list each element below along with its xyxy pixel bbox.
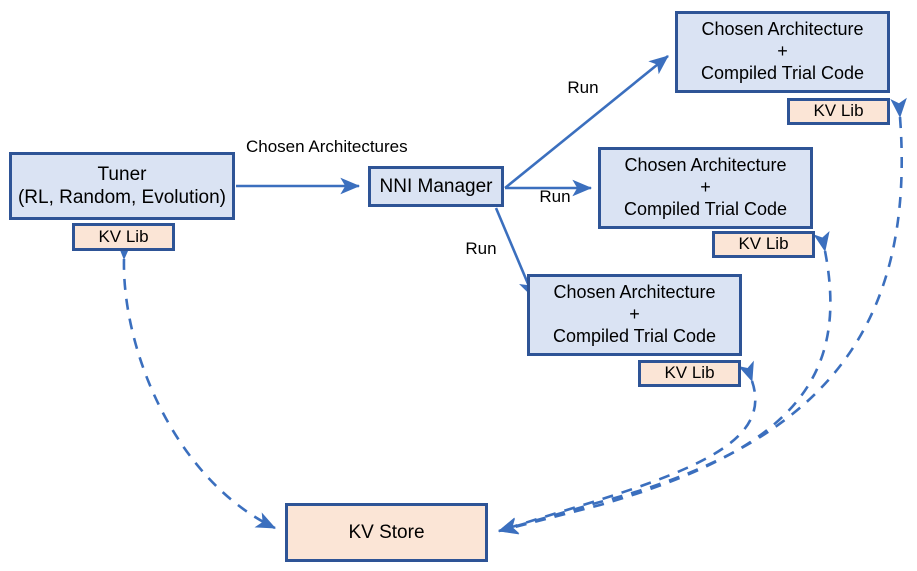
trial-1-kv-lib-label: KV Lib	[813, 101, 864, 121]
edge-label-run-middle: Run	[539, 187, 571, 206]
trial-3-line1: Chosen Architecture	[553, 282, 716, 303]
edge-label-chosen-architectures: Chosen Architectures	[246, 137, 408, 158]
trial-box-1[interactable]: Chosen Architecture + Compiled Trial Cod…	[675, 11, 890, 93]
trial-1-line2: +	[777, 41, 788, 62]
trial-1-line3: Compiled Trial Code	[700, 62, 865, 83]
trial-2-line2: +	[700, 177, 711, 198]
trial-2-kv-lib-box[interactable]: KV Lib	[712, 231, 815, 258]
trial-2-line1: Chosen Architecture	[624, 155, 787, 176]
edge-tuner-kvlib-to-kv-store	[116, 240, 276, 530]
edge-label-run-top: Run	[567, 78, 599, 97]
trial-box-3[interactable]: Chosen Architecture + Compiled Trial Cod…	[527, 274, 742, 356]
tuner-box[interactable]: Tuner (RL, Random, Evolution)	[9, 152, 235, 220]
tuner-kv-lib-label: KV Lib	[98, 226, 149, 246]
edge-label-run-bottom: Run	[465, 239, 497, 258]
trial-box-2[interactable]: Chosen Architecture + Compiled Trial Cod…	[598, 147, 813, 229]
tuner-kv-lib-box[interactable]: KV Lib	[72, 223, 175, 251]
edge-label-chosen-line1: Chosen	[246, 137, 305, 156]
edge-label-chosen-line2: Architectures	[308, 137, 408, 156]
trial-2-kv-lib-label: KV Lib	[738, 234, 789, 254]
trial-3-line2: +	[629, 304, 640, 325]
trial-3-line3: Compiled Trial Code	[552, 325, 717, 346]
trial-3-kv-lib-label: KV Lib	[664, 363, 715, 383]
nni-manager-label: NNI Manager	[379, 175, 493, 197]
trial-2-line3: Compiled Trial Code	[623, 198, 788, 219]
nni-manager-box[interactable]: NNI Manager	[368, 166, 504, 207]
edge-trial3-kvlib-to-kv-store	[498, 360, 757, 534]
tuner-label-line1: Tuner	[97, 163, 147, 185]
trial-1-kv-lib-box[interactable]: KV Lib	[787, 98, 890, 125]
trial-1-line1: Chosen Architecture	[701, 19, 864, 40]
tuner-label-line2: (RL, Random, Evolution)	[17, 187, 227, 208]
trial-3-kv-lib-box[interactable]: KV Lib	[638, 360, 741, 387]
kv-store-box[interactable]: KV Store	[285, 503, 488, 562]
kv-store-label: KV Store	[348, 521, 425, 543]
